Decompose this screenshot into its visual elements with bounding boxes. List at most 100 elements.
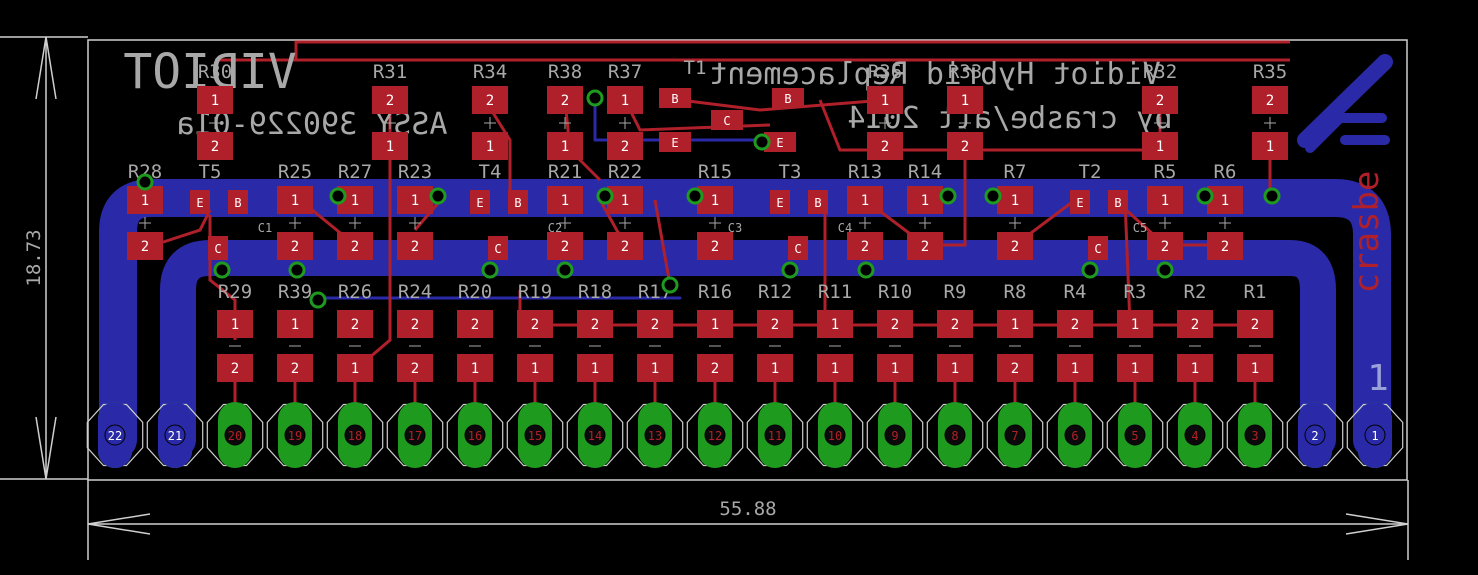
via — [596, 187, 614, 205]
resistor-pad — [372, 86, 408, 114]
transistor-pin-letter: C — [794, 242, 801, 256]
resistor-label: R21 — [548, 161, 582, 183]
resistor-pad-number: 2 — [711, 239, 719, 255]
connector-pin-2: 2 — [1286, 402, 1344, 468]
pin-one-marker: 1 — [1367, 358, 1389, 399]
resistor-pad — [457, 354, 493, 382]
transistor-pad — [488, 236, 508, 260]
resistor-pad-number: 2 — [1156, 93, 1164, 109]
resistor-label: R2 — [1184, 281, 1207, 303]
resistor-pad-number: 1 — [621, 193, 629, 209]
resistor-pad — [547, 232, 583, 260]
resistor-pad — [1147, 186, 1183, 214]
resistor-pad-number: 2 — [861, 239, 869, 255]
connector-drill — [764, 424, 786, 446]
resistor-pad — [697, 186, 733, 214]
dimension-width — [87, 480, 1409, 560]
connector-pin-number: 7 — [1011, 429, 1018, 443]
resistor-pad-number: 1 — [291, 317, 299, 333]
resistor-pad — [817, 310, 853, 338]
resistor-pad-number: 1 — [961, 93, 969, 109]
connector-pin-number: 6 — [1071, 429, 1078, 443]
resistor-label: R22 — [608, 161, 642, 183]
resistor-pad — [907, 232, 943, 260]
resistor-pad — [847, 186, 883, 214]
via — [213, 261, 231, 279]
connector-pin-15: 15 — [506, 402, 564, 468]
resistor-pad-number: 1 — [951, 361, 959, 377]
resistor-pad-number: 2 — [711, 361, 719, 377]
resistor-pad-number: 1 — [711, 193, 719, 209]
resistor-label: R7 — [1004, 161, 1027, 183]
transistor-label: T2 — [1079, 161, 1102, 183]
transistor-pad — [711, 110, 743, 130]
connector-pin-number: 14 — [588, 429, 602, 443]
via — [136, 173, 154, 191]
transistor-pin-letter: B — [234, 196, 241, 210]
resistor-pad-number: 1 — [591, 361, 599, 377]
connector-pin-22: 22 — [86, 402, 144, 468]
via — [1081, 261, 1099, 279]
resistor-pad-number: 1 — [1266, 139, 1274, 155]
resistor-label: R12 — [758, 281, 792, 303]
resistor-pad — [607, 186, 643, 214]
resistor-pad-number: 2 — [1071, 317, 1079, 333]
resistor-pad-number: 2 — [591, 317, 599, 333]
connector-drill — [884, 424, 906, 446]
resistor-pad — [637, 310, 673, 338]
resistor-pad — [397, 310, 433, 338]
transistor-pad — [1070, 190, 1090, 214]
resistor-pad — [277, 310, 313, 338]
resistor-pad — [1207, 232, 1243, 260]
resistor-label: R24 — [398, 281, 432, 303]
resistor-pad-number: 1 — [831, 361, 839, 377]
resistor-pad-number: 2 — [1011, 361, 1019, 377]
via — [1263, 187, 1281, 205]
resistor-pad-number: 1 — [1221, 193, 1229, 209]
resistor-pad-number: 1 — [211, 93, 219, 109]
resistor-label: R32 — [1143, 61, 1177, 83]
resistor-pad — [817, 354, 853, 382]
via — [686, 187, 704, 205]
resistor-pad — [197, 132, 233, 160]
resistor-label: R11 — [818, 281, 852, 303]
capacitor-label: C4 — [838, 221, 852, 235]
resistor-pad-number: 2 — [486, 93, 494, 109]
connector-drill — [404, 424, 426, 446]
resistor-pad-number: 1 — [291, 193, 299, 209]
resistor-pad-number: 2 — [1011, 239, 1019, 255]
board-outline — [87, 39, 1408, 481]
resistor-pad — [997, 310, 1033, 338]
via — [661, 276, 679, 294]
resistor-pad-number: 2 — [621, 139, 629, 155]
resistor-pad — [1207, 186, 1243, 214]
resistor-pad-number: 1 — [1071, 361, 1079, 377]
resistor-pad — [472, 86, 508, 114]
transistor-pin-letter: C — [1094, 242, 1101, 256]
resistor-pad-number: 1 — [561, 193, 569, 209]
resistor-pad — [877, 354, 913, 382]
resistor-pad-number: 1 — [351, 361, 359, 377]
transistor-pad — [659, 132, 691, 152]
resistor-pad-number: 1 — [621, 93, 629, 109]
resistor-label: R35 — [1253, 61, 1287, 83]
resistor-pad-number: 1 — [386, 139, 394, 155]
resistor-label: R27 — [338, 161, 372, 183]
resistor-label: R1 — [1244, 281, 1267, 303]
via — [1196, 187, 1214, 205]
connector-pin-7: 7 — [986, 402, 1044, 468]
connector-pin-13: 13 — [626, 402, 684, 468]
transistor-pin-letter: E — [671, 136, 678, 150]
connector-drill — [284, 424, 306, 446]
resistor-pad-number: 1 — [771, 361, 779, 377]
resistor-pad — [517, 354, 553, 382]
resistor-pad — [847, 232, 883, 260]
transistor-label: T1 — [684, 57, 707, 79]
resistor-pad-number: 1 — [881, 93, 889, 109]
dimension-height — [0, 36, 88, 480]
connector-pin-4: 4 — [1166, 402, 1224, 468]
via — [429, 187, 447, 205]
resistor-pad — [757, 310, 793, 338]
resistor-pad-number: 2 — [951, 317, 959, 333]
